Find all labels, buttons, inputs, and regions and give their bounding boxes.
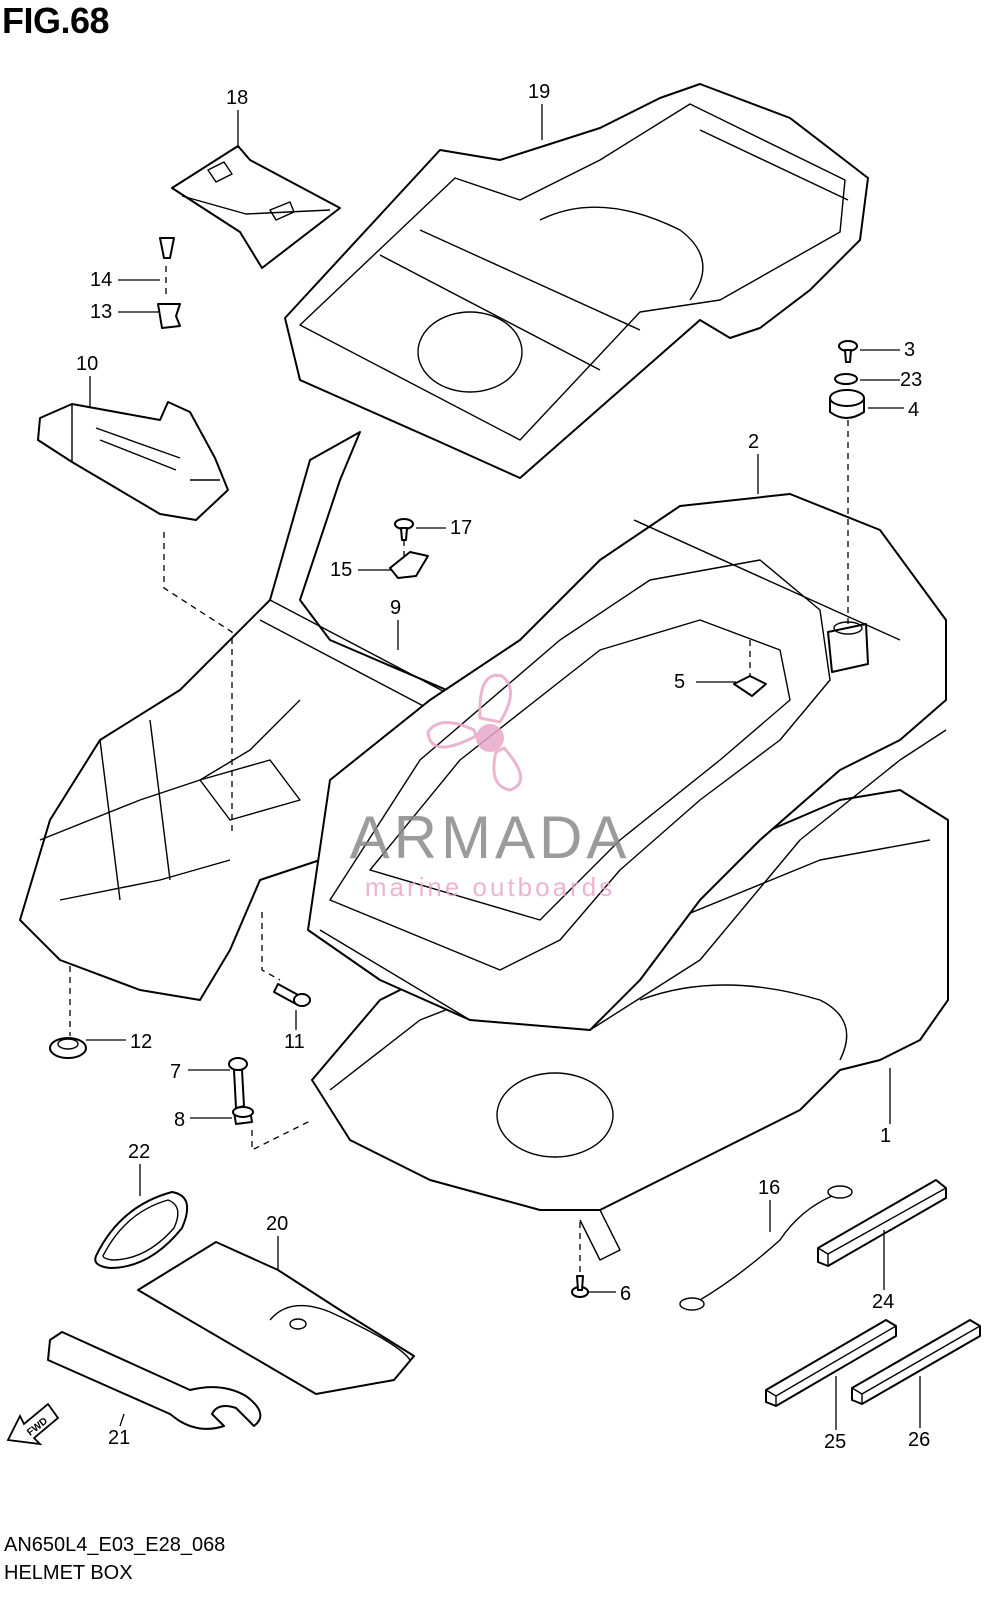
watermark-brand: ARMADA <box>350 804 631 871</box>
part-3-screw <box>838 340 858 363</box>
alignment-line <box>251 1119 313 1152</box>
propeller-logo-icon <box>426 673 522 792</box>
part-23-washer <box>834 373 858 385</box>
callout-8: 8 <box>174 1109 185 1131</box>
callout-13: 13 <box>90 301 112 323</box>
callout-4: 4 <box>908 399 919 421</box>
alignment-line <box>261 912 281 981</box>
figure-caption: HELMET BOX <box>4 1562 133 1584</box>
callout-14: 14 <box>90 269 112 291</box>
watermark-tagline: marine outboards <box>365 872 615 902</box>
callout-21: 21 <box>108 1427 130 1449</box>
part-6-screw <box>571 1275 589 1298</box>
part-2-upper-box <box>307 493 947 1031</box>
part-16-lanyard <box>679 1185 853 1311</box>
callout-15: 15 <box>330 559 352 581</box>
callout-20: 20 <box>266 1213 288 1235</box>
callout-16: 16 <box>758 1177 780 1199</box>
callout-26: 26 <box>908 1429 930 1451</box>
model-code: AN650L4_E03_E28_068 <box>4 1534 226 1556</box>
callout-18: 18 <box>226 87 248 109</box>
part-14-screw <box>159 237 175 259</box>
callout-24: 24 <box>872 1291 894 1313</box>
leader-lines <box>86 104 921 1430</box>
part-13-clip <box>157 303 181 329</box>
part-10-bracket <box>37 401 229 521</box>
part-21-wrench <box>47 1331 262 1430</box>
callout-12: 12 <box>130 1031 152 1053</box>
part-19-tray <box>284 83 869 479</box>
callout-1: 1 <box>880 1125 891 1147</box>
callout-19: 19 <box>528 81 550 103</box>
figure-title: FIG.68 <box>2 0 110 41</box>
part-18-cover <box>171 145 341 269</box>
callout-9: 9 <box>390 597 401 619</box>
part-4-cushion <box>829 389 865 419</box>
part-26-strip <box>851 1319 981 1405</box>
callout-2: 2 <box>748 431 759 453</box>
callout-11: 11 <box>284 1031 305 1053</box>
fwd-arrow-icon: FWD <box>6 1402 60 1446</box>
callout-22: 22 <box>128 1141 150 1163</box>
callout-7: 7 <box>170 1061 181 1083</box>
part-20-bag <box>137 1241 415 1395</box>
part-17-screw <box>394 518 414 541</box>
part-24-strip <box>817 1179 947 1267</box>
callout-3: 3 <box>904 339 915 361</box>
callout-17: 17 <box>450 517 472 539</box>
part-5-nut <box>733 675 767 697</box>
part-25-strip <box>765 1319 897 1407</box>
part-15-bracket <box>389 551 429 579</box>
alignment-line <box>163 532 233 836</box>
callout-25: 25 <box>824 1431 846 1453</box>
callout-10: 10 <box>76 353 98 375</box>
part-22-band <box>94 1191 189 1269</box>
part-8-collar <box>232 1106 254 1125</box>
callout-5: 5 <box>674 671 685 693</box>
part-11-bolt <box>273 983 311 1007</box>
callout-6: 6 <box>620 1283 631 1305</box>
part-7-bolt <box>228 1057 248 1109</box>
callout-23: 23 <box>900 369 922 391</box>
armada-watermark: ARMADA marine outboards <box>350 673 631 902</box>
part-12-grommet <box>49 1037 87 1059</box>
